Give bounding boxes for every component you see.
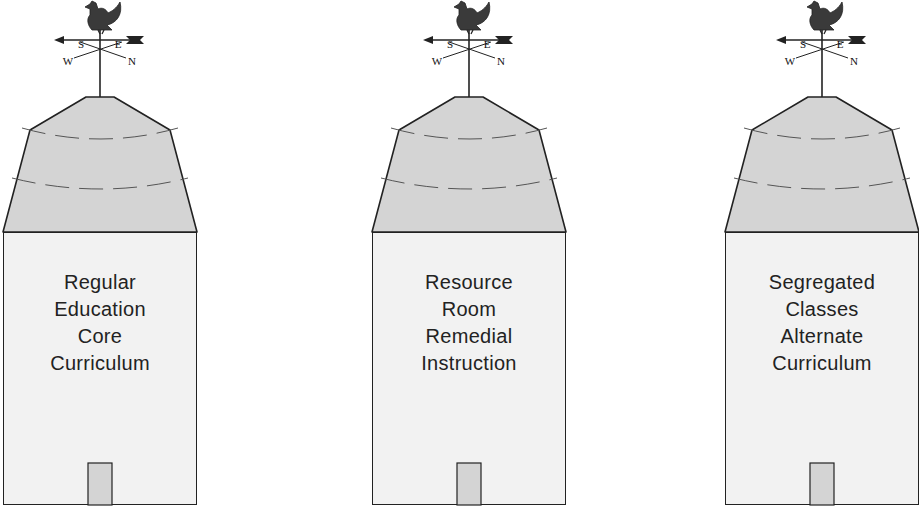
compass-letter: N: [497, 56, 505, 67]
compass-letter: W: [63, 56, 73, 67]
silo-label: Resource Room Remedial Instruction: [421, 269, 517, 377]
compass-letter: N: [128, 56, 136, 67]
compass-letter: S: [800, 39, 806, 50]
silo-dome-vane: [3, 1, 197, 505]
silo-body: Segregated Classes Alternate Curriculum: [725, 232, 919, 505]
compass-letter: E: [115, 39, 122, 50]
compass-letter: W: [432, 56, 442, 67]
silo-label: Regular Education Core Curriculum: [50, 269, 150, 377]
silo-dome-vane: [372, 1, 566, 505]
compass-letter: S: [78, 39, 84, 50]
compass-letter: E: [484, 39, 491, 50]
compass-letter: W: [785, 56, 795, 67]
silo-label: Segregated Classes Alternate Curriculum: [769, 269, 875, 377]
silo-body: Resource Room Remedial Instruction: [372, 232, 566, 505]
compass-letter: S: [447, 39, 453, 50]
silo-body: Regular Education Core Curriculum: [3, 232, 197, 505]
compass-letter: E: [837, 39, 844, 50]
compass-letter: N: [850, 56, 858, 67]
silo-dome-vane: [725, 1, 919, 505]
